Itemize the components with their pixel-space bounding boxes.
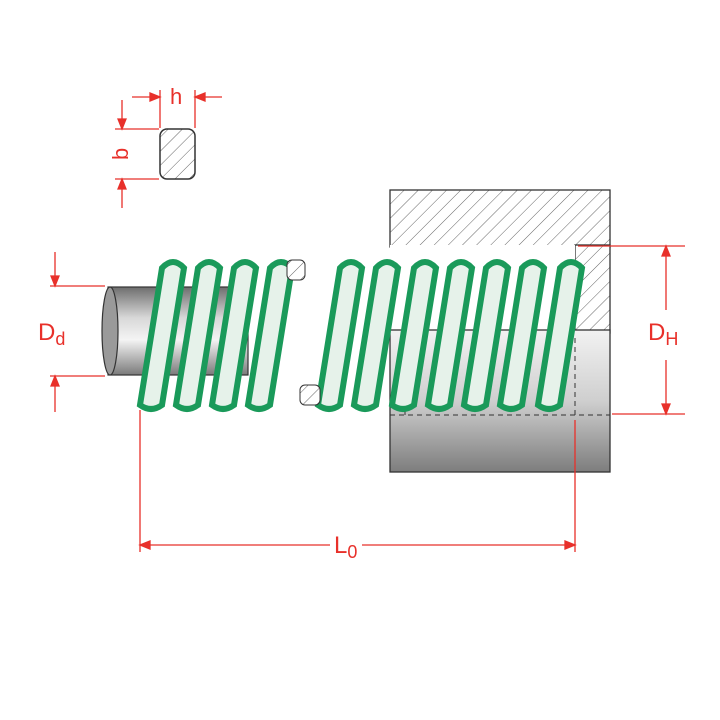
dimension-h: [115, 90, 222, 208]
die-spring: [136, 259, 586, 412]
wire-cut-bottom: [299, 384, 321, 406]
spring-coil: [136, 259, 188, 412]
spring-coil: [460, 259, 512, 412]
spring-coil: [172, 259, 224, 412]
label-h: h: [170, 84, 182, 109]
spring-coil: [388, 259, 440, 412]
label-dd: Dd: [38, 319, 65, 349]
dimension-dd: [50, 252, 105, 412]
spring-coil: [496, 259, 548, 412]
wire-cut-top: [286, 259, 306, 281]
label-b: b: [108, 148, 133, 160]
spring-coil: [534, 259, 586, 412]
spring-coil: [314, 259, 366, 412]
wire-section-shape: [159, 128, 196, 180]
dimension-l0: [138, 410, 577, 552]
spring-coil: [208, 259, 260, 412]
wire-cross-section: h b: [108, 84, 222, 208]
dimension-dh: [578, 244, 685, 416]
label-dh: DH: [648, 319, 678, 349]
spring-coil: [350, 259, 402, 412]
spring-coil: [424, 259, 476, 412]
label-l0: L0: [334, 532, 357, 562]
